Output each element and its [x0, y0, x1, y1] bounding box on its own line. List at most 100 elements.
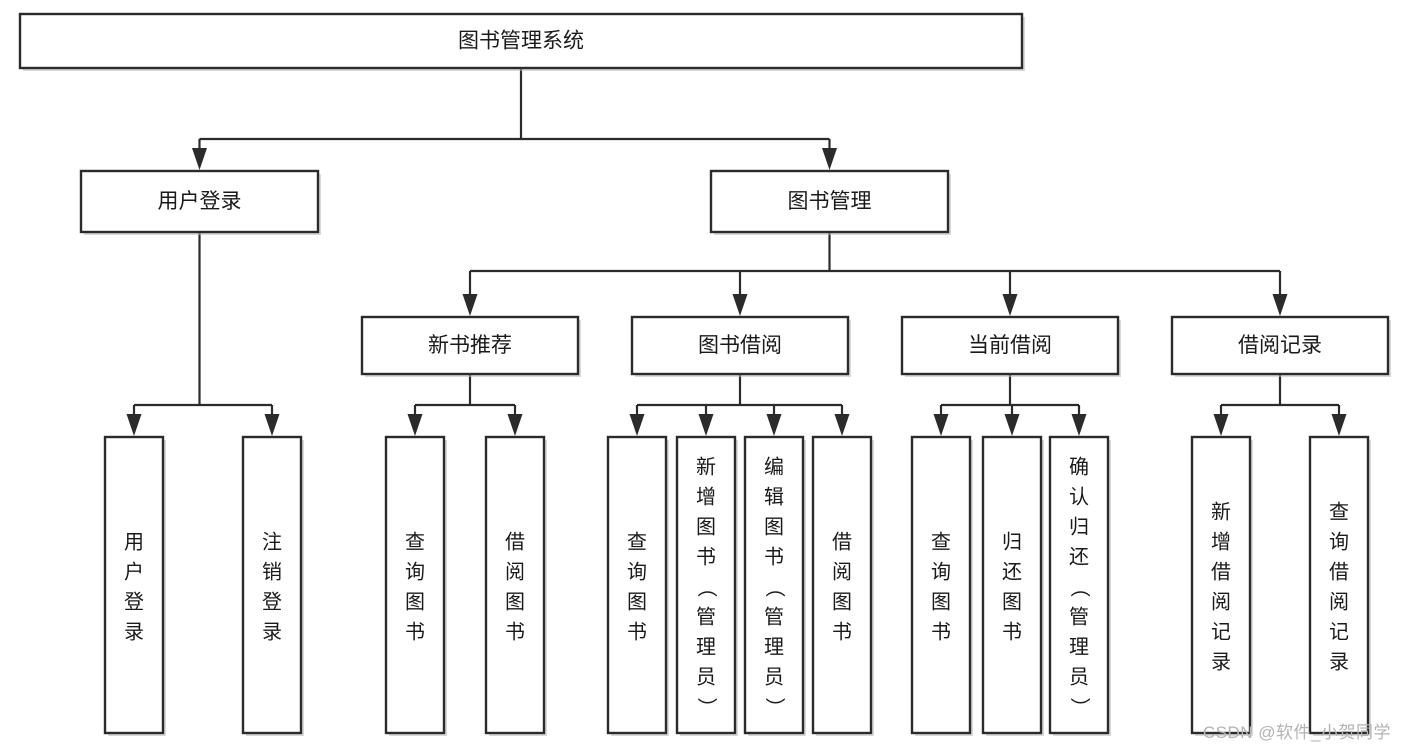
node-label: 用户登录	[158, 190, 242, 213]
node-label-char: 录	[262, 621, 282, 643]
node-label-char: 销	[262, 560, 282, 583]
arrow-head-icon	[264, 414, 280, 436]
node-box[interactable]	[360, 315, 580, 376]
node-box[interactable]	[1308, 435, 1370, 735]
connector-group-borrow-record	[1213, 374, 1347, 436]
node-label-char: 书	[764, 545, 784, 568]
arrow-head-icon	[507, 414, 523, 436]
node-label-char: 还	[1069, 545, 1089, 568]
node-label-char: 书	[696, 545, 716, 568]
node-label-char: 阅	[832, 560, 852, 583]
node-root[interactable]: 图书管理系统	[18, 12, 1025, 71]
node-book-manage[interactable]: 图书管理	[709, 169, 951, 235]
node-box[interactable]	[79, 169, 320, 234]
node-label-char: 查	[405, 530, 425, 553]
node-leaf-user-login[interactable]: 用户登录	[103, 435, 166, 736]
arrow-head-icon	[1331, 414, 1347, 436]
node-box[interactable]	[1048, 435, 1110, 735]
node-label-char: 员	[764, 666, 784, 688]
node-label-char: 管	[696, 605, 716, 628]
node-box[interactable]	[484, 435, 546, 735]
node-label-char: 归	[1002, 530, 1022, 553]
node-book-borrow[interactable]: 图书借阅	[630, 315, 851, 377]
node-label-char: 借	[1211, 560, 1231, 583]
node-current-borrow[interactable]: 当前借阅	[900, 315, 1121, 377]
node-label: 图书管理系统	[458, 30, 584, 53]
arrow-head-icon	[1272, 294, 1288, 316]
arrow-head-icon	[462, 294, 478, 316]
node-label-char: 户	[124, 560, 144, 583]
node-box[interactable]	[241, 435, 303, 735]
node-label-char: 查	[627, 530, 647, 553]
node-label-char: 管	[1069, 605, 1089, 628]
node-label-char: 借	[505, 530, 525, 553]
arrow-head-icon	[933, 414, 949, 436]
connector-group-root	[192, 68, 837, 170]
connector-group-user-login	[126, 232, 280, 436]
node-box[interactable]	[743, 435, 805, 735]
node-box[interactable]	[103, 435, 165, 735]
node-label-char: 管	[764, 605, 784, 628]
node-box[interactable]	[1190, 435, 1252, 735]
arrow-head-icon	[732, 294, 748, 316]
node-label-char: 归	[1069, 515, 1089, 538]
node-box[interactable]	[811, 435, 873, 735]
node-label-char: 询	[1329, 530, 1349, 553]
node-label-char: 增	[1211, 530, 1231, 553]
node-box[interactable]	[630, 315, 850, 376]
node-box[interactable]	[981, 435, 1043, 735]
node-label-char: 录	[1329, 651, 1349, 673]
node-box[interactable]	[18, 12, 1024, 70]
node-borrow-record[interactable]: 借阅记录	[1170, 315, 1391, 377]
node-label-char: 登	[262, 590, 282, 613]
node-label-char: 图	[405, 591, 425, 613]
node-box[interactable]	[384, 435, 446, 735]
node-box[interactable]	[709, 169, 950, 234]
node-box[interactable]	[910, 435, 972, 735]
arrow-head-icon	[126, 414, 142, 436]
connector-group-book-manage	[462, 232, 1288, 316]
connector-group-new-book-rec	[407, 374, 523, 436]
node-layer: 图书管理系统用户登录图书管理新书推荐图书借阅当前借阅借阅记录用户登录注销登录查询…	[18, 12, 1391, 736]
node-label: 图书管理	[788, 190, 872, 213]
node-label-char: ）	[695, 697, 718, 717]
node-label-char: 图	[627, 591, 647, 613]
node-label-char: 理	[1069, 636, 1089, 658]
node-label: 当前借阅	[968, 334, 1052, 357]
node-box[interactable]	[606, 435, 668, 735]
arrow-head-icon	[822, 148, 837, 170]
node-label-char: 图	[696, 516, 716, 538]
arrow-head-icon	[192, 148, 207, 170]
arrow-head-icon	[766, 414, 782, 436]
node-label-char: 图	[832, 591, 852, 613]
node-box[interactable]	[1170, 315, 1390, 376]
arrow-head-icon	[407, 414, 423, 436]
node-box[interactable]	[675, 435, 737, 735]
node-label-char: 借	[1329, 560, 1349, 583]
node-label-char: 理	[764, 636, 784, 658]
arrow-head-icon	[834, 414, 850, 436]
node-label-char: 员	[696, 666, 716, 688]
node-box[interactable]	[900, 315, 1120, 376]
node-label-char: 查	[1329, 500, 1349, 523]
node-label-char: 阅	[1211, 590, 1231, 613]
node-label: 图书借阅	[698, 334, 782, 357]
node-label-char: 认	[1069, 485, 1089, 508]
node-label-char: （	[1068, 577, 1091, 597]
node-label-char: 新	[696, 455, 716, 478]
node-user-login[interactable]: 用户登录	[79, 169, 321, 235]
node-new-book-rec[interactable]: 新书推荐	[360, 315, 581, 377]
